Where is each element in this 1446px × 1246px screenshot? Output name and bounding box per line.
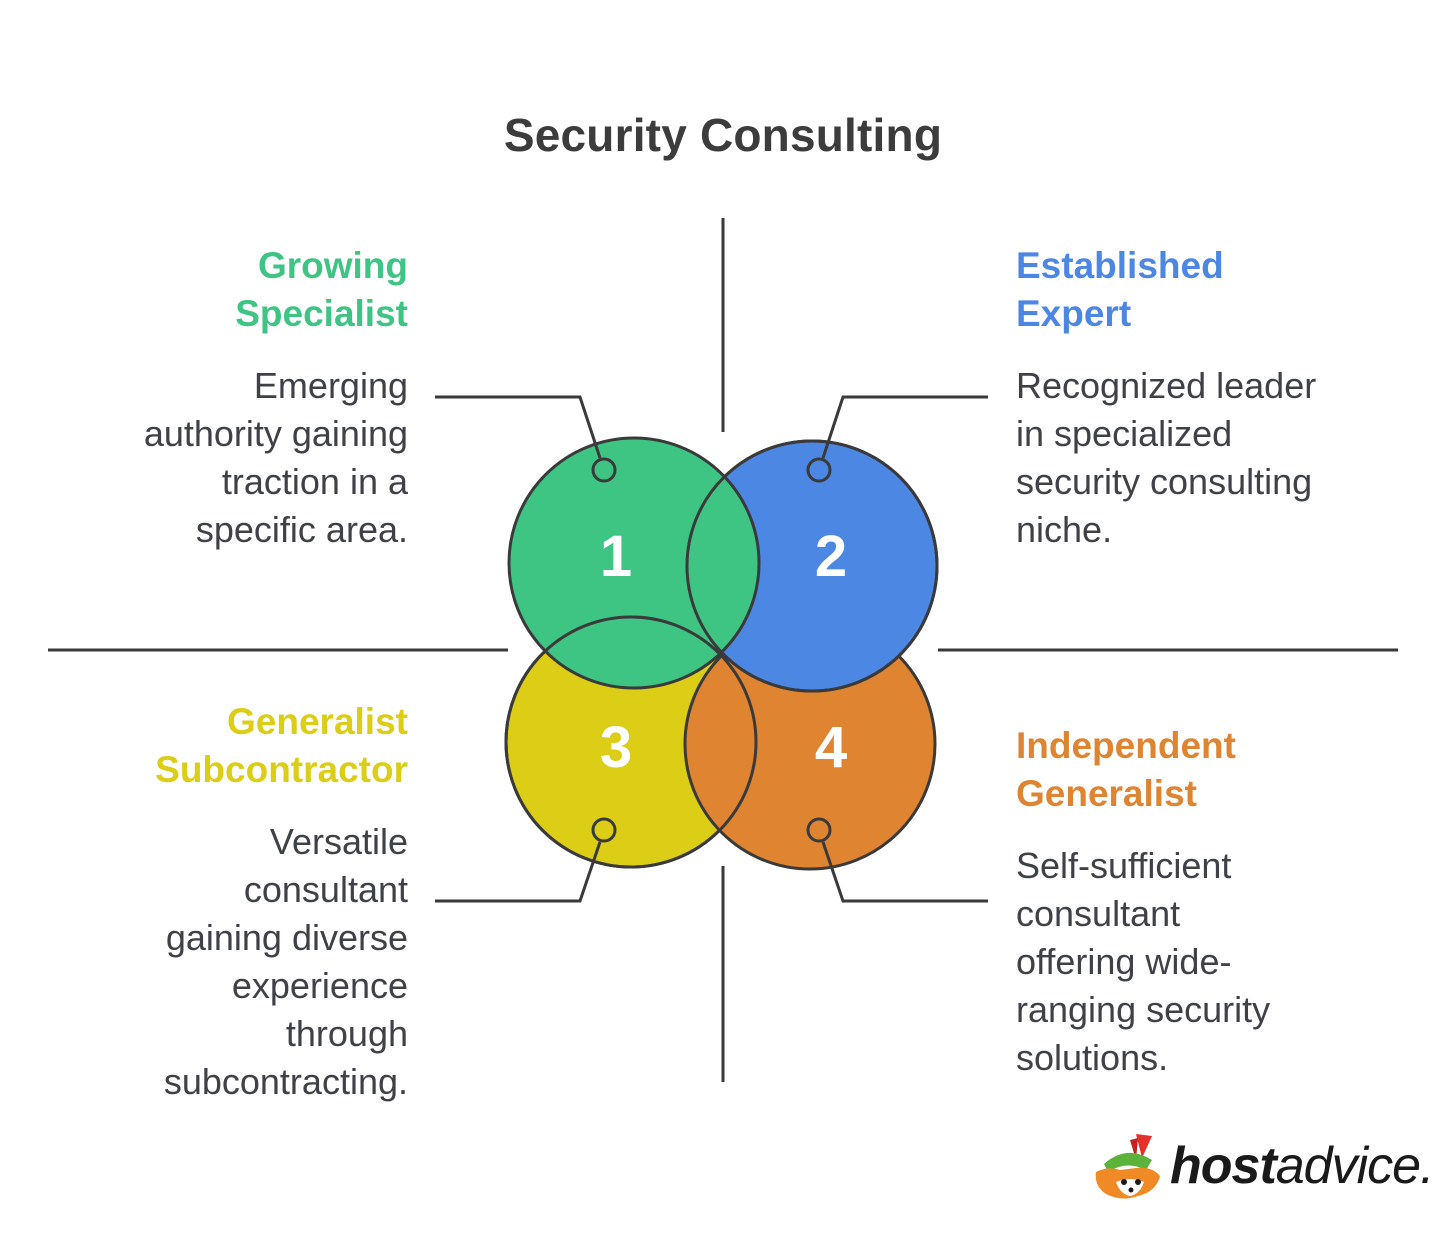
desc-line: solutions.: [1016, 1037, 1169, 1078]
circle-3-outline: [504, 615, 758, 869]
number-3: 3: [600, 715, 632, 780]
quadrant-4-description: Self-sufficient consultant offering wide…: [1016, 842, 1416, 1082]
circle-2-outline: [685, 439, 939, 693]
quadrant-1-title: Growing Specialist: [60, 242, 408, 338]
desc-line: Versatile: [269, 821, 408, 862]
desc-line: through: [285, 1013, 408, 1054]
connector-1-dot: [591, 457, 617, 483]
desc-line: specific area.: [195, 509, 408, 550]
brand-logo: hostadvice.: [1086, 1130, 1435, 1205]
desc-line: niche.: [1016, 509, 1113, 550]
desc-line: gaining diverse: [165, 917, 408, 958]
desc-line: subcontracting.: [163, 1061, 408, 1102]
quadrant-3-description: Versatile consultant gaining diverse exp…: [40, 818, 408, 1106]
desc-line: offering wide-: [1016, 941, 1232, 982]
desc-line: consultant: [1016, 893, 1181, 934]
brand-wordmark-bold: host: [1170, 1137, 1277, 1195]
quadrant-4-title-line2: Generalist: [1016, 773, 1197, 814]
desc-line: traction in a: [221, 461, 408, 502]
desc-line: ranging security: [1016, 989, 1271, 1030]
page-title: Security Consulting: [503, 109, 943, 161]
quadrant-3-title: Generalist Subcontractor: [60, 698, 408, 794]
connector-2-dot: [806, 457, 832, 483]
connector-2: [821, 395, 988, 459]
fox-mascot-icon: [1095, 1134, 1160, 1199]
quadrant-3-title-line1: Generalist: [227, 701, 408, 742]
quadrant-2-title-line2: Expert: [1016, 293, 1132, 334]
brand-wordmark-light: advice.: [1275, 1137, 1435, 1195]
quadrant-4-title-line1: Independent: [1016, 725, 1236, 766]
connector-3-dot: [591, 817, 617, 843]
quadrant-4-title: Independent Generalist: [1016, 722, 1396, 818]
circle-1: [507, 436, 761, 690]
quadrant-3-title-line2: Subcontractor: [155, 749, 408, 790]
quadrant-1-title-line1: Growing: [257, 245, 408, 286]
number-4: 4: [815, 715, 847, 780]
desc-line: Self-sufficient: [1016, 845, 1232, 886]
desc-line: consultant: [243, 869, 408, 910]
brand-wordmark: hostadvice.: [1170, 1136, 1435, 1196]
desc-line: in specialized: [1016, 413, 1233, 454]
connector-3: [435, 841, 602, 903]
number-1: 1: [600, 524, 632, 589]
desc-line: Recognized leader: [1016, 365, 1317, 406]
quadrant-1-description: Emerging authority gaining traction in a…: [40, 362, 408, 554]
connector-1: [435, 395, 602, 459]
quadrant-2-title-line1: Established: [1016, 245, 1224, 286]
number-2: 2: [815, 524, 847, 589]
connector-4-dot: [806, 817, 832, 843]
quadrant-1-title-line2: Specialist: [235, 293, 408, 334]
connector-4: [821, 841, 988, 903]
desc-line: experience: [231, 965, 408, 1006]
desc-line: authority gaining: [143, 413, 408, 454]
quadrant-2-title: Established Expert: [1016, 242, 1396, 338]
desc-line: security consulting: [1016, 461, 1313, 502]
desc-line: Emerging: [253, 365, 408, 406]
quadrant-2-description: Recognized leader in specialized securit…: [1016, 362, 1416, 554]
